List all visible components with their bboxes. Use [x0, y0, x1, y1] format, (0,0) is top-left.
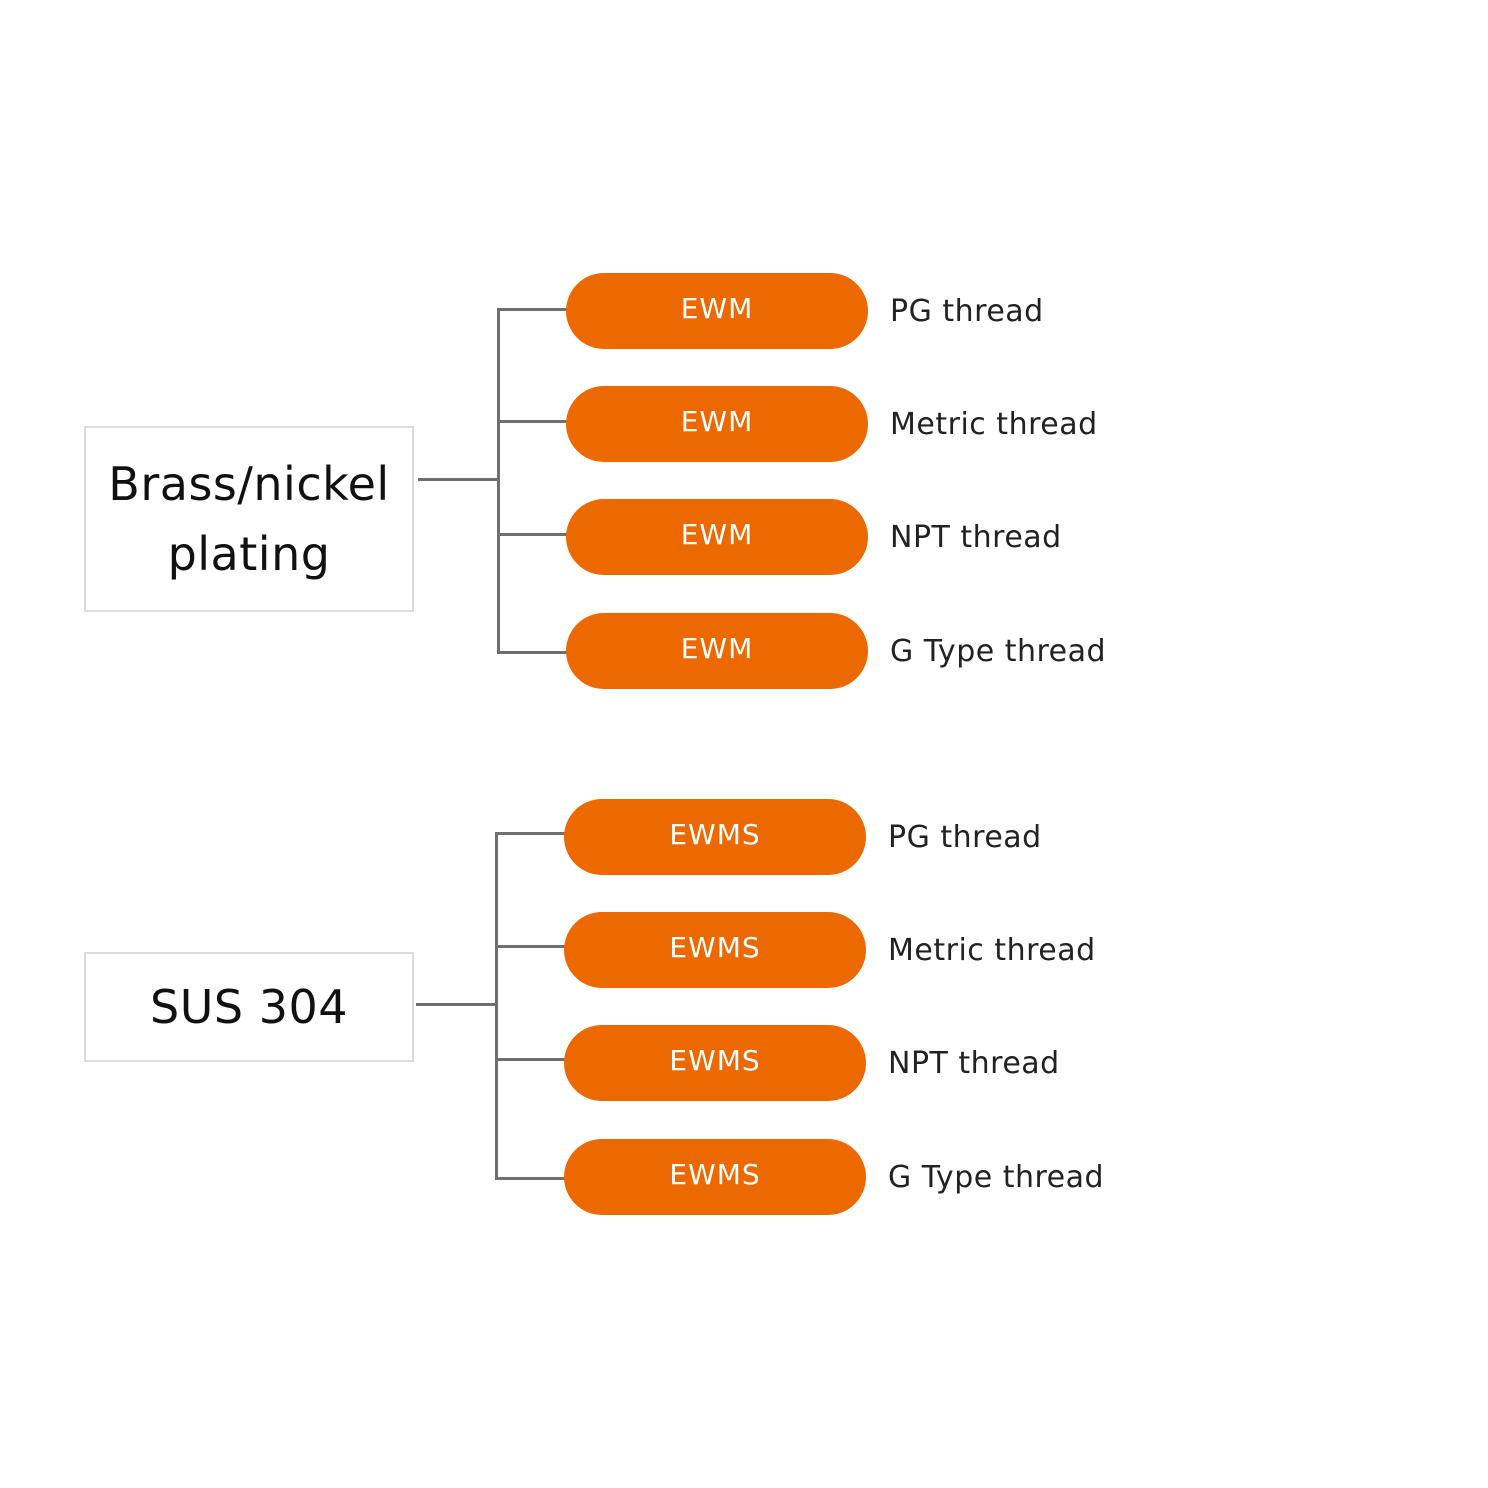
connector-branch	[495, 832, 565, 835]
product-code-pill: EWM	[566, 386, 868, 462]
connector-branch	[497, 651, 567, 654]
connector-branch	[495, 1177, 565, 1180]
connector-stem	[418, 478, 498, 481]
product-code: EWM	[680, 404, 754, 438]
thread-type-label: PG thread	[888, 820, 1042, 855]
connector-branch	[497, 533, 567, 536]
thread-type-label: Metric thread	[890, 407, 1098, 442]
material-box: Brass/nickel plating	[84, 426, 414, 612]
product-code: EWM	[680, 291, 754, 325]
product-code-pill: EWMS	[564, 912, 866, 988]
connector-branch	[497, 420, 567, 423]
connector-spine	[497, 308, 500, 654]
product-code: EWMS	[669, 817, 761, 851]
product-code-pill: EWMS	[564, 799, 866, 875]
product-code-pill: EWM	[566, 499, 868, 575]
thread-type-label: G Type thread	[888, 1160, 1105, 1195]
product-code-pill: EWM	[566, 613, 868, 689]
connector-spine	[495, 832, 498, 1180]
product-code: EWM	[680, 517, 754, 551]
product-code-pill: EWM	[566, 273, 868, 349]
thread-type-label: Metric thread	[888, 933, 1096, 968]
material-label: SUS 304	[150, 980, 348, 1034]
connector-branch	[497, 308, 567, 311]
connector-branch	[495, 1058, 565, 1061]
connector-stem	[416, 1003, 496, 1006]
product-code-pill: EWMS	[564, 1025, 866, 1101]
product-code: EWMS	[669, 1043, 761, 1077]
product-code: EWMS	[669, 1157, 761, 1191]
product-code: EWM	[680, 631, 754, 665]
connector-branch	[495, 945, 565, 948]
thread-type-label: NPT thread	[888, 1046, 1060, 1081]
material-box: SUS 304	[84, 952, 414, 1062]
material-label: Brass/nickel plating	[108, 457, 390, 581]
thread-type-label: PG thread	[890, 294, 1044, 329]
thread-type-label: NPT thread	[890, 520, 1062, 555]
product-code-pill: EWMS	[564, 1139, 866, 1215]
product-code: EWMS	[669, 930, 761, 964]
thread-type-label: G Type thread	[890, 634, 1107, 669]
